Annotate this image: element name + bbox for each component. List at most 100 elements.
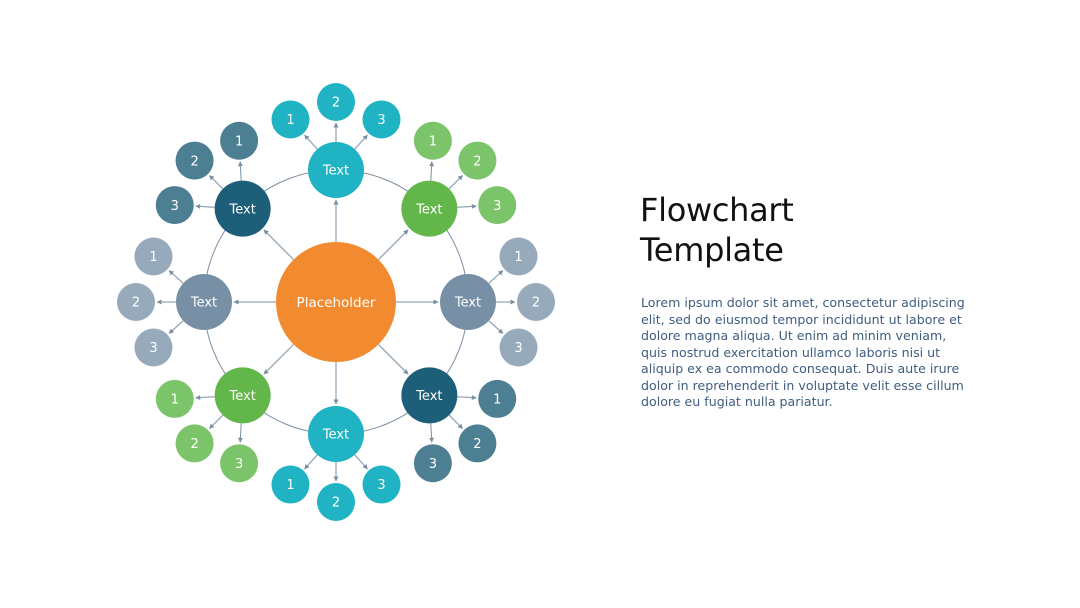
leaf-node-left-2-circle xyxy=(117,283,155,321)
leaf-node-top-1-circle xyxy=(271,100,310,139)
leaf-node-left-1: 1 xyxy=(134,237,173,276)
leaf-node-top-right-2-circle xyxy=(458,141,497,180)
node-bottom-circle xyxy=(308,406,364,462)
leaf-node-top-right-3: 3 xyxy=(478,186,517,225)
leaf-connector-bottom-1 xyxy=(304,454,318,470)
node-top-right-label: Text xyxy=(415,202,442,217)
connector-top-right xyxy=(378,229,409,260)
leaf-node-bottom-left-3-circle xyxy=(220,444,259,483)
node-left-circle xyxy=(176,274,232,330)
leaf-node-bottom-1-circle xyxy=(271,465,310,504)
node-right: Text xyxy=(440,274,496,330)
node-top-left: Text xyxy=(214,180,271,237)
leaf-node-top-3-circle xyxy=(362,100,401,139)
node-bottom-left-circle xyxy=(214,367,271,424)
leaf-connector-top-right-1 xyxy=(429,161,435,181)
leaf-node-left-2: 2 xyxy=(117,283,155,321)
leaf-node-bottom-right-1: 1 xyxy=(478,379,517,418)
body-paragraph: Lorem ipsum dolor sit amet, consectetur … xyxy=(641,295,965,409)
leaf-node-left-3-circle xyxy=(134,328,173,367)
leaf-node-left-1-circle xyxy=(134,237,173,276)
leaf-node-bottom-1: 1 xyxy=(271,465,310,504)
leaf-node-right-2-circle xyxy=(517,283,555,321)
leaf-node-top-right-2: 2 xyxy=(458,141,497,180)
leaf-connector-top-right-3 xyxy=(457,203,477,209)
leaf-node-right-2-label: 2 xyxy=(532,296,540,311)
node-bottom: Text xyxy=(308,406,364,462)
leaf-node-bottom-left-1-label: 1 xyxy=(171,393,179,408)
leaf-connector-right-1 xyxy=(488,270,504,284)
leaf-node-bottom-right-2-circle xyxy=(458,424,497,463)
leaf-node-top-left-3-label: 3 xyxy=(171,199,179,214)
leaf-node-top-2-circle xyxy=(317,83,355,121)
node-top-left-circle xyxy=(214,180,271,237)
leaf-connector-bottom-3 xyxy=(354,454,368,470)
leaf-node-bottom-right-1-circle xyxy=(478,379,517,418)
leaf-node-right-1-label: 1 xyxy=(514,250,522,265)
leaf-connector-top-1 xyxy=(304,134,318,150)
leaf-connector-bottom-left-2 xyxy=(209,414,224,429)
node-left: Text xyxy=(176,274,232,330)
leaf-node-bottom-right-3-circle xyxy=(413,444,452,483)
leaf-connector-top-left-3 xyxy=(195,203,215,209)
leaf-connector-bottom-right-2 xyxy=(448,414,463,429)
leaf-node-left-2-label: 2 xyxy=(132,296,140,311)
flowchart-diagram: 123123123123123123123123TextTextTextText… xyxy=(117,83,555,521)
leaf-node-bottom-2-label: 2 xyxy=(332,496,340,511)
center-node-label: Placeholder xyxy=(297,295,376,311)
leaf-node-top-left-2: 2 xyxy=(175,141,214,180)
leaf-node-bottom-right-2: 2 xyxy=(458,424,497,463)
nodes: 123123123123123123123123TextTextTextText… xyxy=(117,83,555,521)
leaf-node-top-right-1-circle xyxy=(413,121,452,160)
leaf-node-top-3-label: 3 xyxy=(377,113,385,128)
connector-bottom-right xyxy=(378,344,409,375)
leaf-node-bottom-right-2-label: 2 xyxy=(473,437,481,452)
title-block: Flowchart Template xyxy=(640,190,970,270)
leaf-connector-top-right-2 xyxy=(448,175,463,190)
center-node-circle xyxy=(276,242,396,362)
leaf-node-bottom-2-circle xyxy=(317,483,355,521)
leaf-node-top-right-1: 1 xyxy=(413,121,452,160)
node-top-right: Text xyxy=(401,180,458,237)
leaf-node-bottom-1-label: 1 xyxy=(286,478,294,493)
leaf-node-top-right-1-label: 1 xyxy=(429,134,437,149)
leaf-node-right-1: 1 xyxy=(499,237,538,276)
leaf-node-top-left-1-circle xyxy=(220,121,259,160)
leaf-connector-right-3 xyxy=(488,320,504,334)
node-bottom-right-circle xyxy=(401,367,458,424)
leaf-node-bottom-left-2-circle xyxy=(175,424,214,463)
node-bottom-left-label: Text xyxy=(229,389,256,404)
node-right-label: Text xyxy=(454,296,481,311)
leaf-node-bottom-right-3-label: 3 xyxy=(429,457,437,472)
leaf-node-top-left-2-circle xyxy=(175,141,214,180)
leaf-node-bottom-2: 2 xyxy=(317,483,355,521)
leaf-connector-top-3 xyxy=(354,134,368,150)
leaf-node-bottom-3-label: 3 xyxy=(377,478,385,493)
connector-bottom-left xyxy=(263,344,294,375)
leaf-node-bottom-left-2: 2 xyxy=(175,424,214,463)
leaf-node-top-2-label: 2 xyxy=(332,96,340,111)
leaf-node-bottom-right-3: 3 xyxy=(413,444,452,483)
leaf-connector-lines xyxy=(156,122,516,482)
leaf-node-left-1-label: 1 xyxy=(149,250,157,265)
leaf-node-left-3-label: 3 xyxy=(149,341,157,356)
leaf-node-top-right-2-label: 2 xyxy=(473,154,481,169)
node-top-right-circle xyxy=(401,180,458,237)
leaf-connector-left-3 xyxy=(168,320,184,334)
leaf-node-right-2: 2 xyxy=(517,283,555,321)
node-top-circle xyxy=(308,142,364,198)
leaf-node-top-right-3-circle xyxy=(478,186,517,225)
leaf-connector-bottom-right-1 xyxy=(457,395,477,401)
leaf-connector-top-left-1 xyxy=(237,161,243,181)
leaf-connector-top-left-2 xyxy=(209,175,224,190)
node-top-label: Text xyxy=(322,164,349,179)
leaf-connector-bottom-left-3 xyxy=(237,423,243,443)
leaf-node-right-1-circle xyxy=(499,237,538,276)
leaf-node-top-left-1: 1 xyxy=(220,121,259,160)
leaf-node-bottom-left-3-label: 3 xyxy=(235,457,243,472)
node-bottom-left: Text xyxy=(214,367,271,424)
leaf-node-bottom-left-3: 3 xyxy=(220,444,259,483)
title-line-2: Template xyxy=(640,231,784,269)
leaf-node-top-right-3-label: 3 xyxy=(493,199,501,214)
leaf-connector-bottom-left-1 xyxy=(195,395,215,401)
